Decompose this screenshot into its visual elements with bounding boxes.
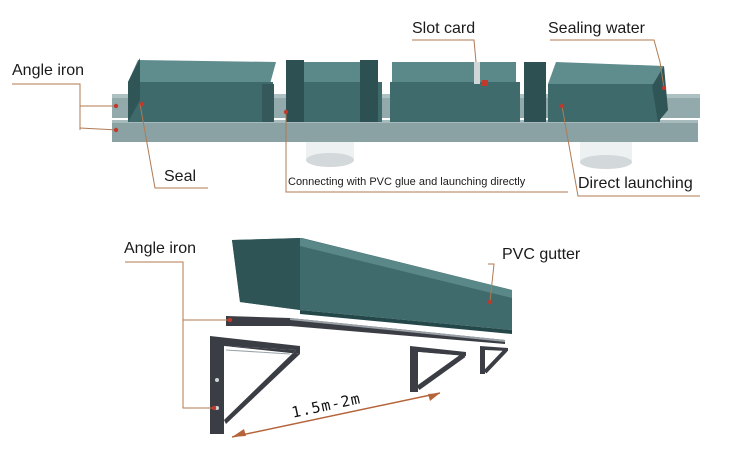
label-connecting: Connecting with PVC glue and launching d… bbox=[288, 176, 526, 188]
label-angle-iron-bottom: Angle iron bbox=[124, 240, 197, 257]
bracket-medium bbox=[410, 346, 466, 392]
label-slot-card: Slot card bbox=[412, 20, 476, 37]
bracket-large bbox=[210, 336, 300, 434]
label-seal: Seal bbox=[164, 168, 197, 185]
label-sealing-water: Sealing water bbox=[548, 20, 645, 37]
leader-lines bbox=[12, 39, 700, 409]
label-direct-launching: Direct launching bbox=[578, 175, 693, 192]
support-right bbox=[580, 140, 632, 169]
label-pvc-gutter: PVC gutter bbox=[502, 246, 581, 263]
support-left bbox=[306, 140, 354, 167]
gutter-section-4 bbox=[524, 62, 668, 122]
marker-dots bbox=[113, 85, 667, 411]
gutter-section-2 bbox=[286, 60, 382, 122]
gutter-section-1 bbox=[128, 58, 276, 122]
angle-iron-bar bbox=[226, 316, 505, 344]
pvc-gutter-bottom bbox=[232, 238, 512, 334]
gutter-section-3 bbox=[390, 62, 520, 122]
bracket-small bbox=[480, 346, 508, 374]
span-dimension-line bbox=[231, 392, 441, 438]
label-angle-iron-top: Angle iron bbox=[12, 62, 85, 79]
